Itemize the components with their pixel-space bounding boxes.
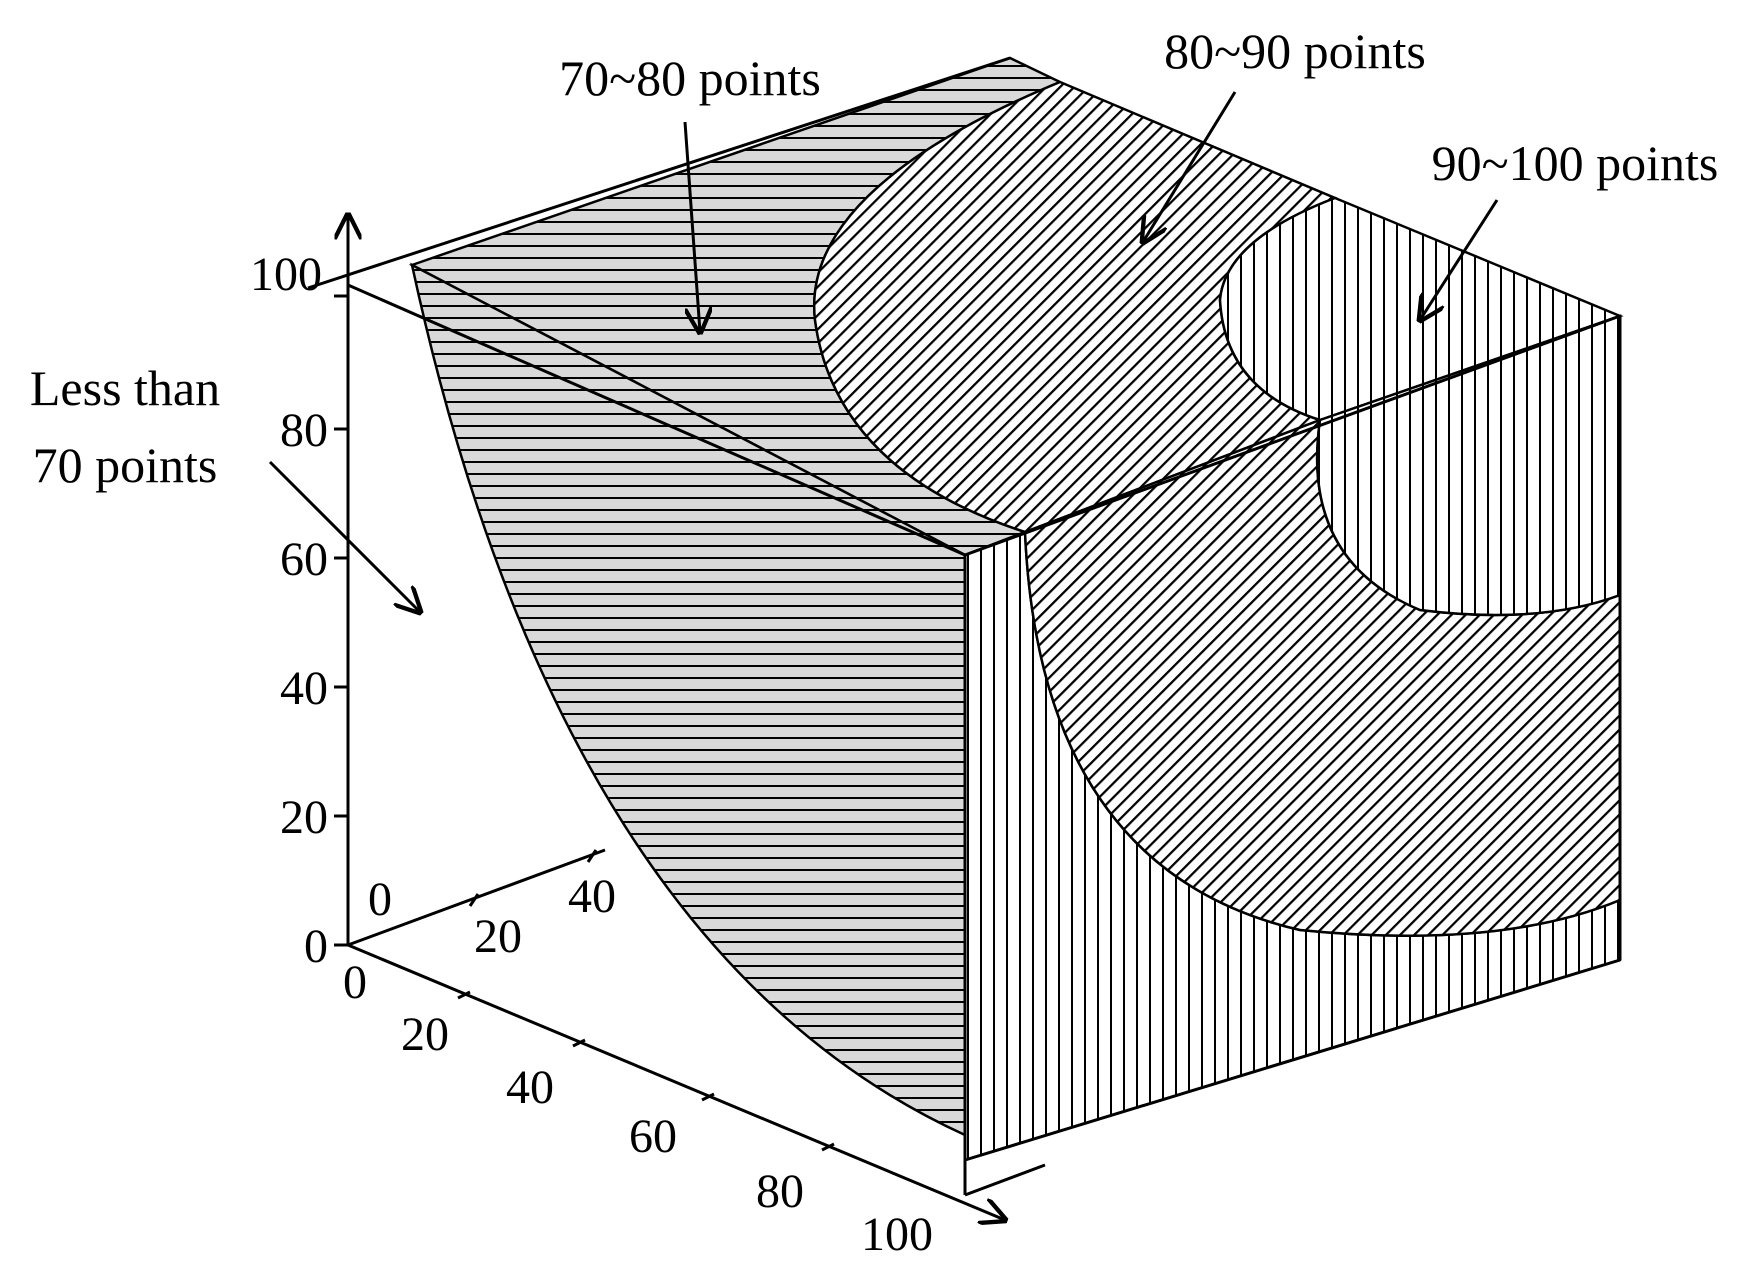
vtick-80: 80 — [280, 404, 328, 457]
ftick-40: 40 — [506, 1061, 554, 1114]
ftick-100: 100 — [861, 1208, 933, 1261]
ftick-20: 20 — [401, 1008, 449, 1061]
front-axis-ticks — [457, 990, 835, 1152]
back-axis-ticks — [468, 849, 598, 907]
vtick-20: 20 — [280, 791, 328, 844]
vtick-0: 0 — [304, 920, 328, 973]
label-80-90-points: 80~90 points — [1164, 23, 1426, 79]
btick-40: 40 — [568, 870, 616, 923]
arrow-70-80 — [683, 121, 700, 332]
ftick-80: 80 — [756, 1165, 804, 1218]
vtick-60: 60 — [280, 533, 328, 586]
btick-20: 20 — [474, 910, 522, 963]
arrow-90-100 — [1420, 199, 1499, 320]
vtick-100: 100 — [250, 248, 322, 301]
front-axis-end-extension — [964, 1163, 1046, 1197]
label-less-than-line2: 70 points — [33, 437, 218, 493]
front-axis — [347, 943, 1005, 1220]
label-70-80-points: 70~80 points — [559, 50, 821, 106]
ftick-0: 0 — [343, 956, 367, 1009]
region-90-100-right-face — [1315, 314, 1622, 617]
arrow-80-90 — [1143, 91, 1237, 242]
vertical-axis-ticks — [334, 294, 348, 947]
label-less-than-line1: Less than — [30, 360, 220, 416]
btick-0: 0 — [368, 873, 392, 926]
region-70-80-curved-face — [410, 262, 967, 1137]
arrow-less-than-70 — [268, 460, 420, 612]
cube-edges — [307, 56, 1622, 1195]
ftick-60: 60 — [629, 1110, 677, 1163]
label-90-100-points: 90~100 points — [1432, 135, 1719, 191]
vtick-40: 40 — [280, 662, 328, 715]
